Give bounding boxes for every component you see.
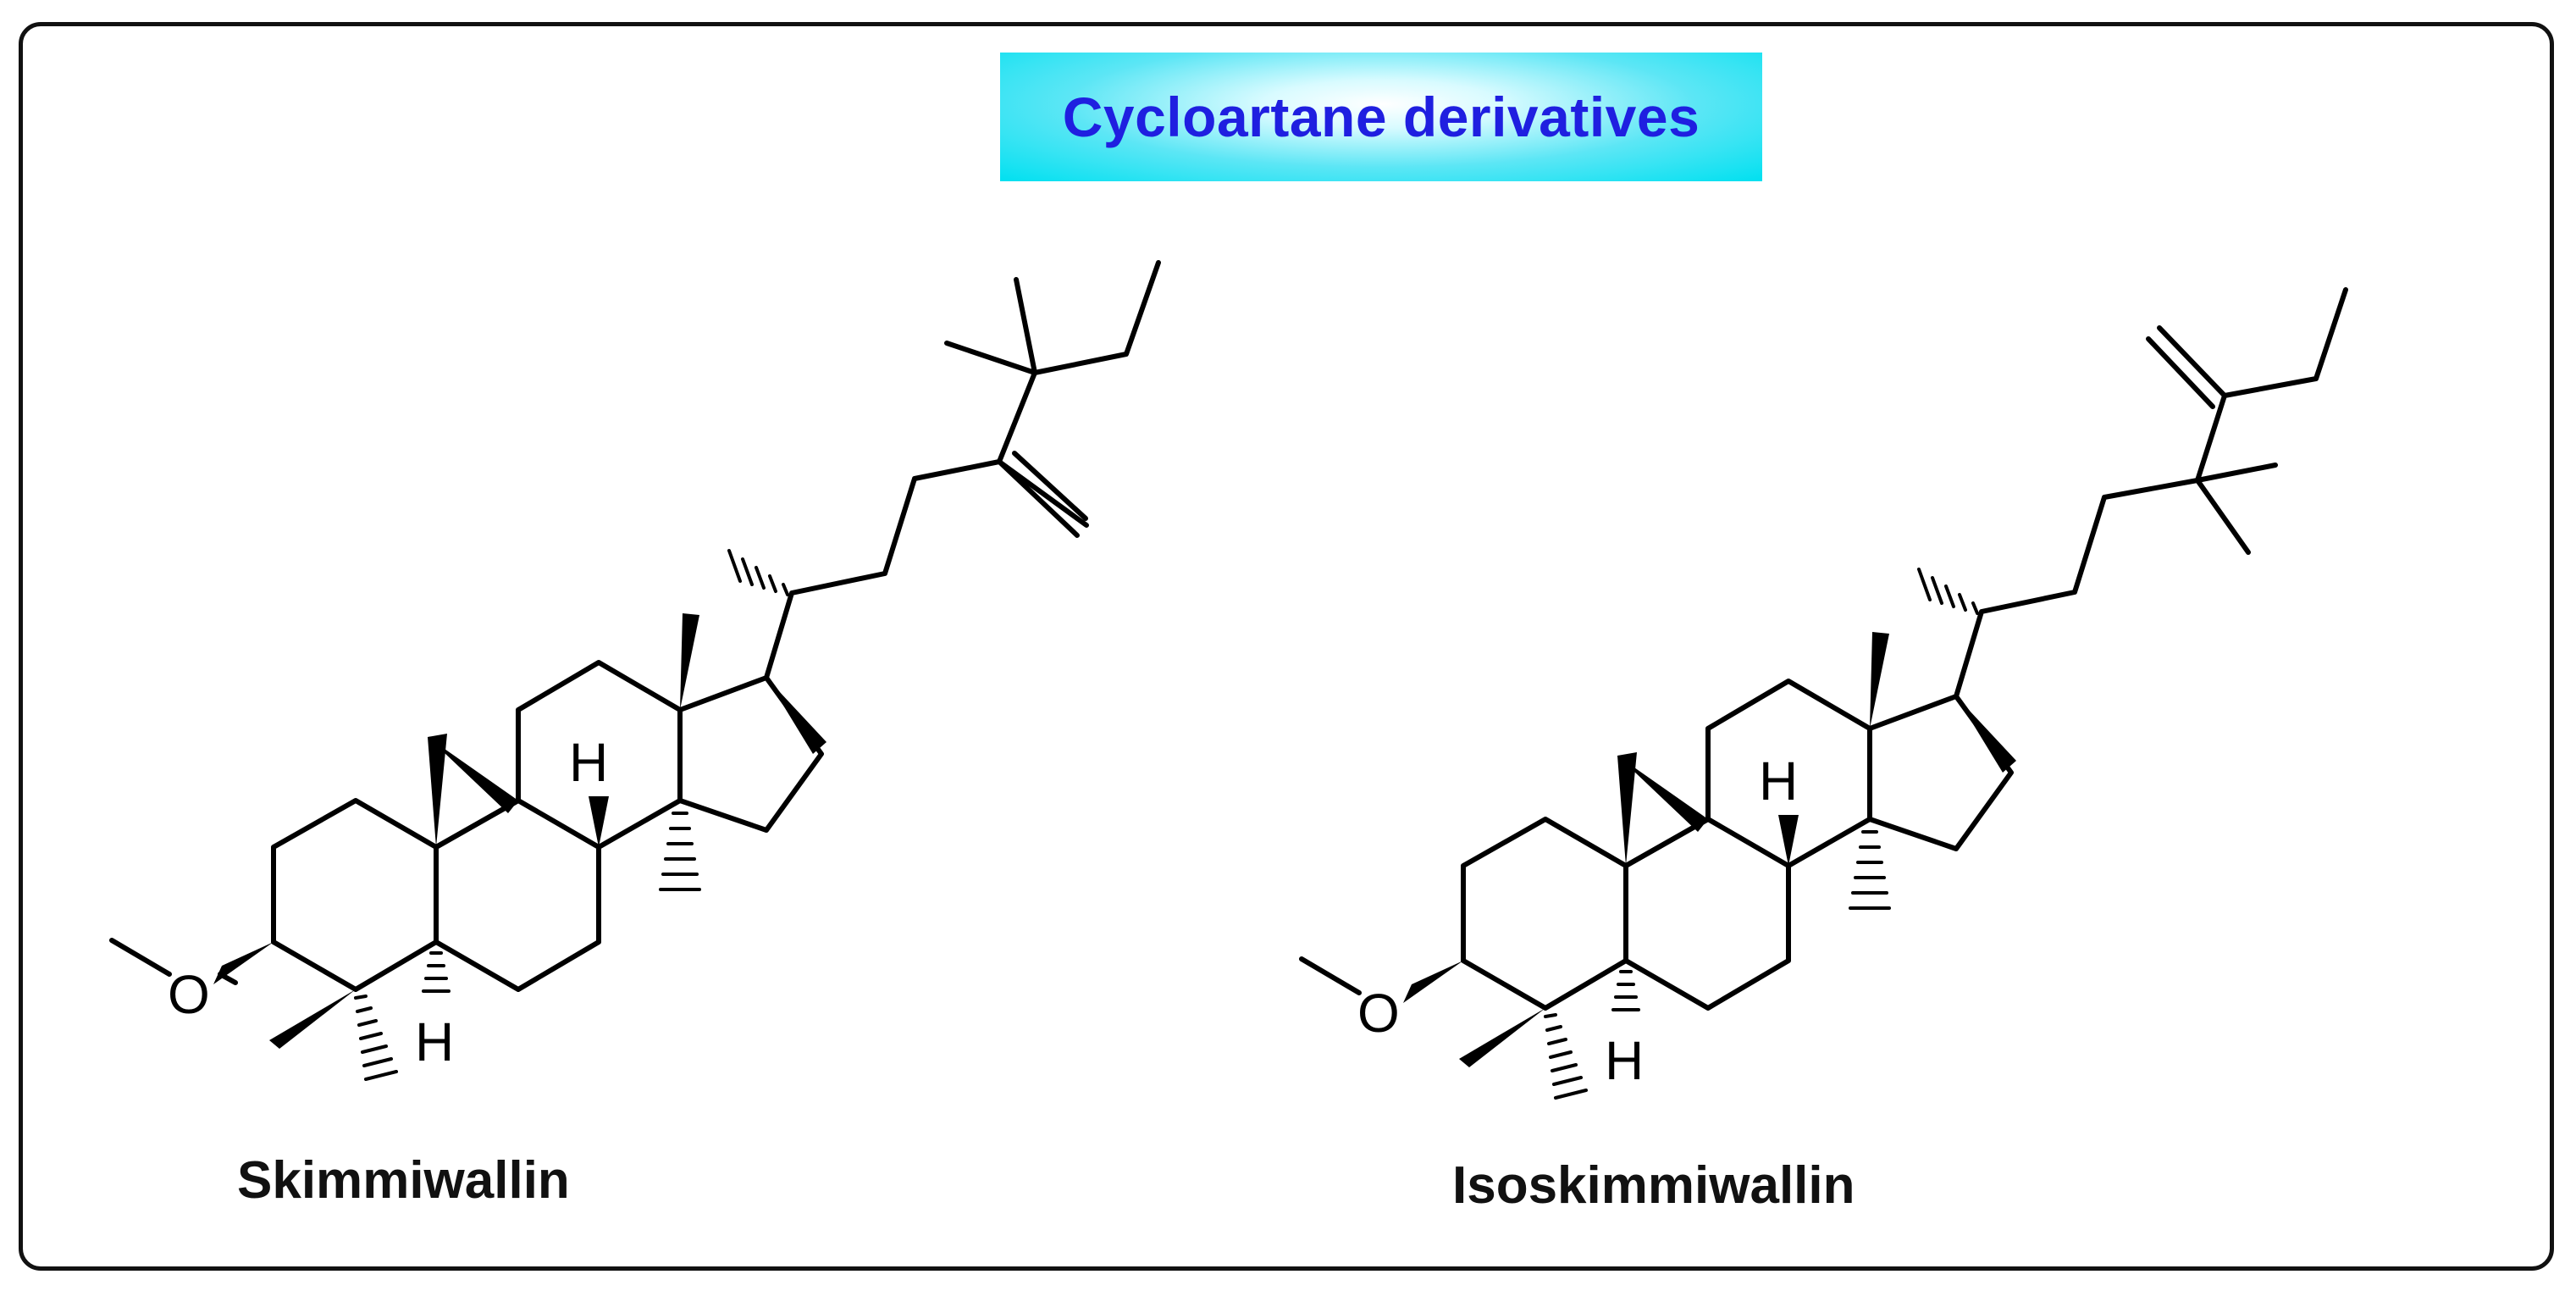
- c14-methyl-hash: [659, 812, 701, 891]
- ring-a: [271, 798, 439, 992]
- cyclopropane-wedge-right: [428, 737, 518, 813]
- cyclopropane-wedge-left: [1617, 752, 1637, 866]
- ring-d: [1867, 694, 2014, 851]
- c20-methyl-hash: [727, 549, 789, 596]
- c8-h-wedge: [1778, 815, 1799, 866]
- atom-oxygen-1: O: [168, 964, 210, 1025]
- c13-methyl-wedge: [1870, 632, 1889, 729]
- c5-h-hash: [422, 951, 451, 993]
- atom-hydrogen-top-1: H: [569, 732, 608, 793]
- vinyl-branch: [2195, 287, 2348, 483]
- methoxy-methyl: [109, 938, 172, 977]
- side-chain: [1954, 478, 2200, 699]
- methoxy-wedge: [1403, 961, 1463, 1003]
- c4-methyl-wedge: [269, 989, 356, 1049]
- ring-c: [516, 660, 683, 850]
- ring-c: [1705, 679, 1872, 868]
- c4-methyl-hash: [354, 995, 398, 1081]
- title-box: Cycloartane derivatives: [1000, 53, 1762, 181]
- ring-a: [1461, 817, 1628, 1011]
- c13-methyl-wedge: [680, 613, 699, 710]
- c17-chain-wedge: [1956, 696, 2016, 773]
- atom-oxygen-2: O: [1357, 983, 1400, 1044]
- c17-chain-wedge: [766, 678, 826, 754]
- structure-skimmiwallin: [109, 260, 1161, 1081]
- side-chain: [764, 459, 1089, 680]
- ring-b: [1623, 817, 1791, 1011]
- methoxy-wedge: [213, 942, 274, 984]
- cyclopropane-wedge-right: [1617, 756, 1708, 832]
- gem-methyls: [2195, 463, 2278, 555]
- atom-hydrogen-bottom-1: H: [415, 1011, 454, 1072]
- exo-methylene: [997, 451, 1088, 538]
- c4-methyl-hash: [1544, 1013, 1588, 1100]
- ring-b: [434, 798, 601, 992]
- exo-methylene: [2146, 325, 2227, 409]
- structure-isoskimmiwallin: [1299, 287, 2348, 1100]
- atom-hydrogen-bottom-2: H: [1605, 1030, 1644, 1091]
- methoxy-methyl: [1299, 956, 1362, 995]
- c4-methyl-wedge: [1459, 1008, 1545, 1067]
- c8-h-wedge: [589, 796, 609, 847]
- quaternary-branch: [997, 260, 1161, 464]
- figure-frame: [19, 22, 2554, 1271]
- cyclopropane-wedge-left: [428, 734, 447, 847]
- ring-d: [677, 675, 824, 833]
- compound-label-isoskimmiwallin: Isoskimmiwallin: [1452, 1156, 1855, 1215]
- c14-methyl-hash: [1849, 830, 1891, 910]
- figure-title: Cycloartane derivatives: [1062, 86, 1700, 148]
- compound-label-skimmiwallin: Skimmiwallin: [237, 1151, 570, 1210]
- c5-h-hash: [1611, 970, 1640, 1011]
- c20-methyl-hash: [1917, 568, 1979, 615]
- gem-methyls: [944, 277, 1037, 375]
- atom-hydrogen-top-2: H: [1759, 751, 1798, 812]
